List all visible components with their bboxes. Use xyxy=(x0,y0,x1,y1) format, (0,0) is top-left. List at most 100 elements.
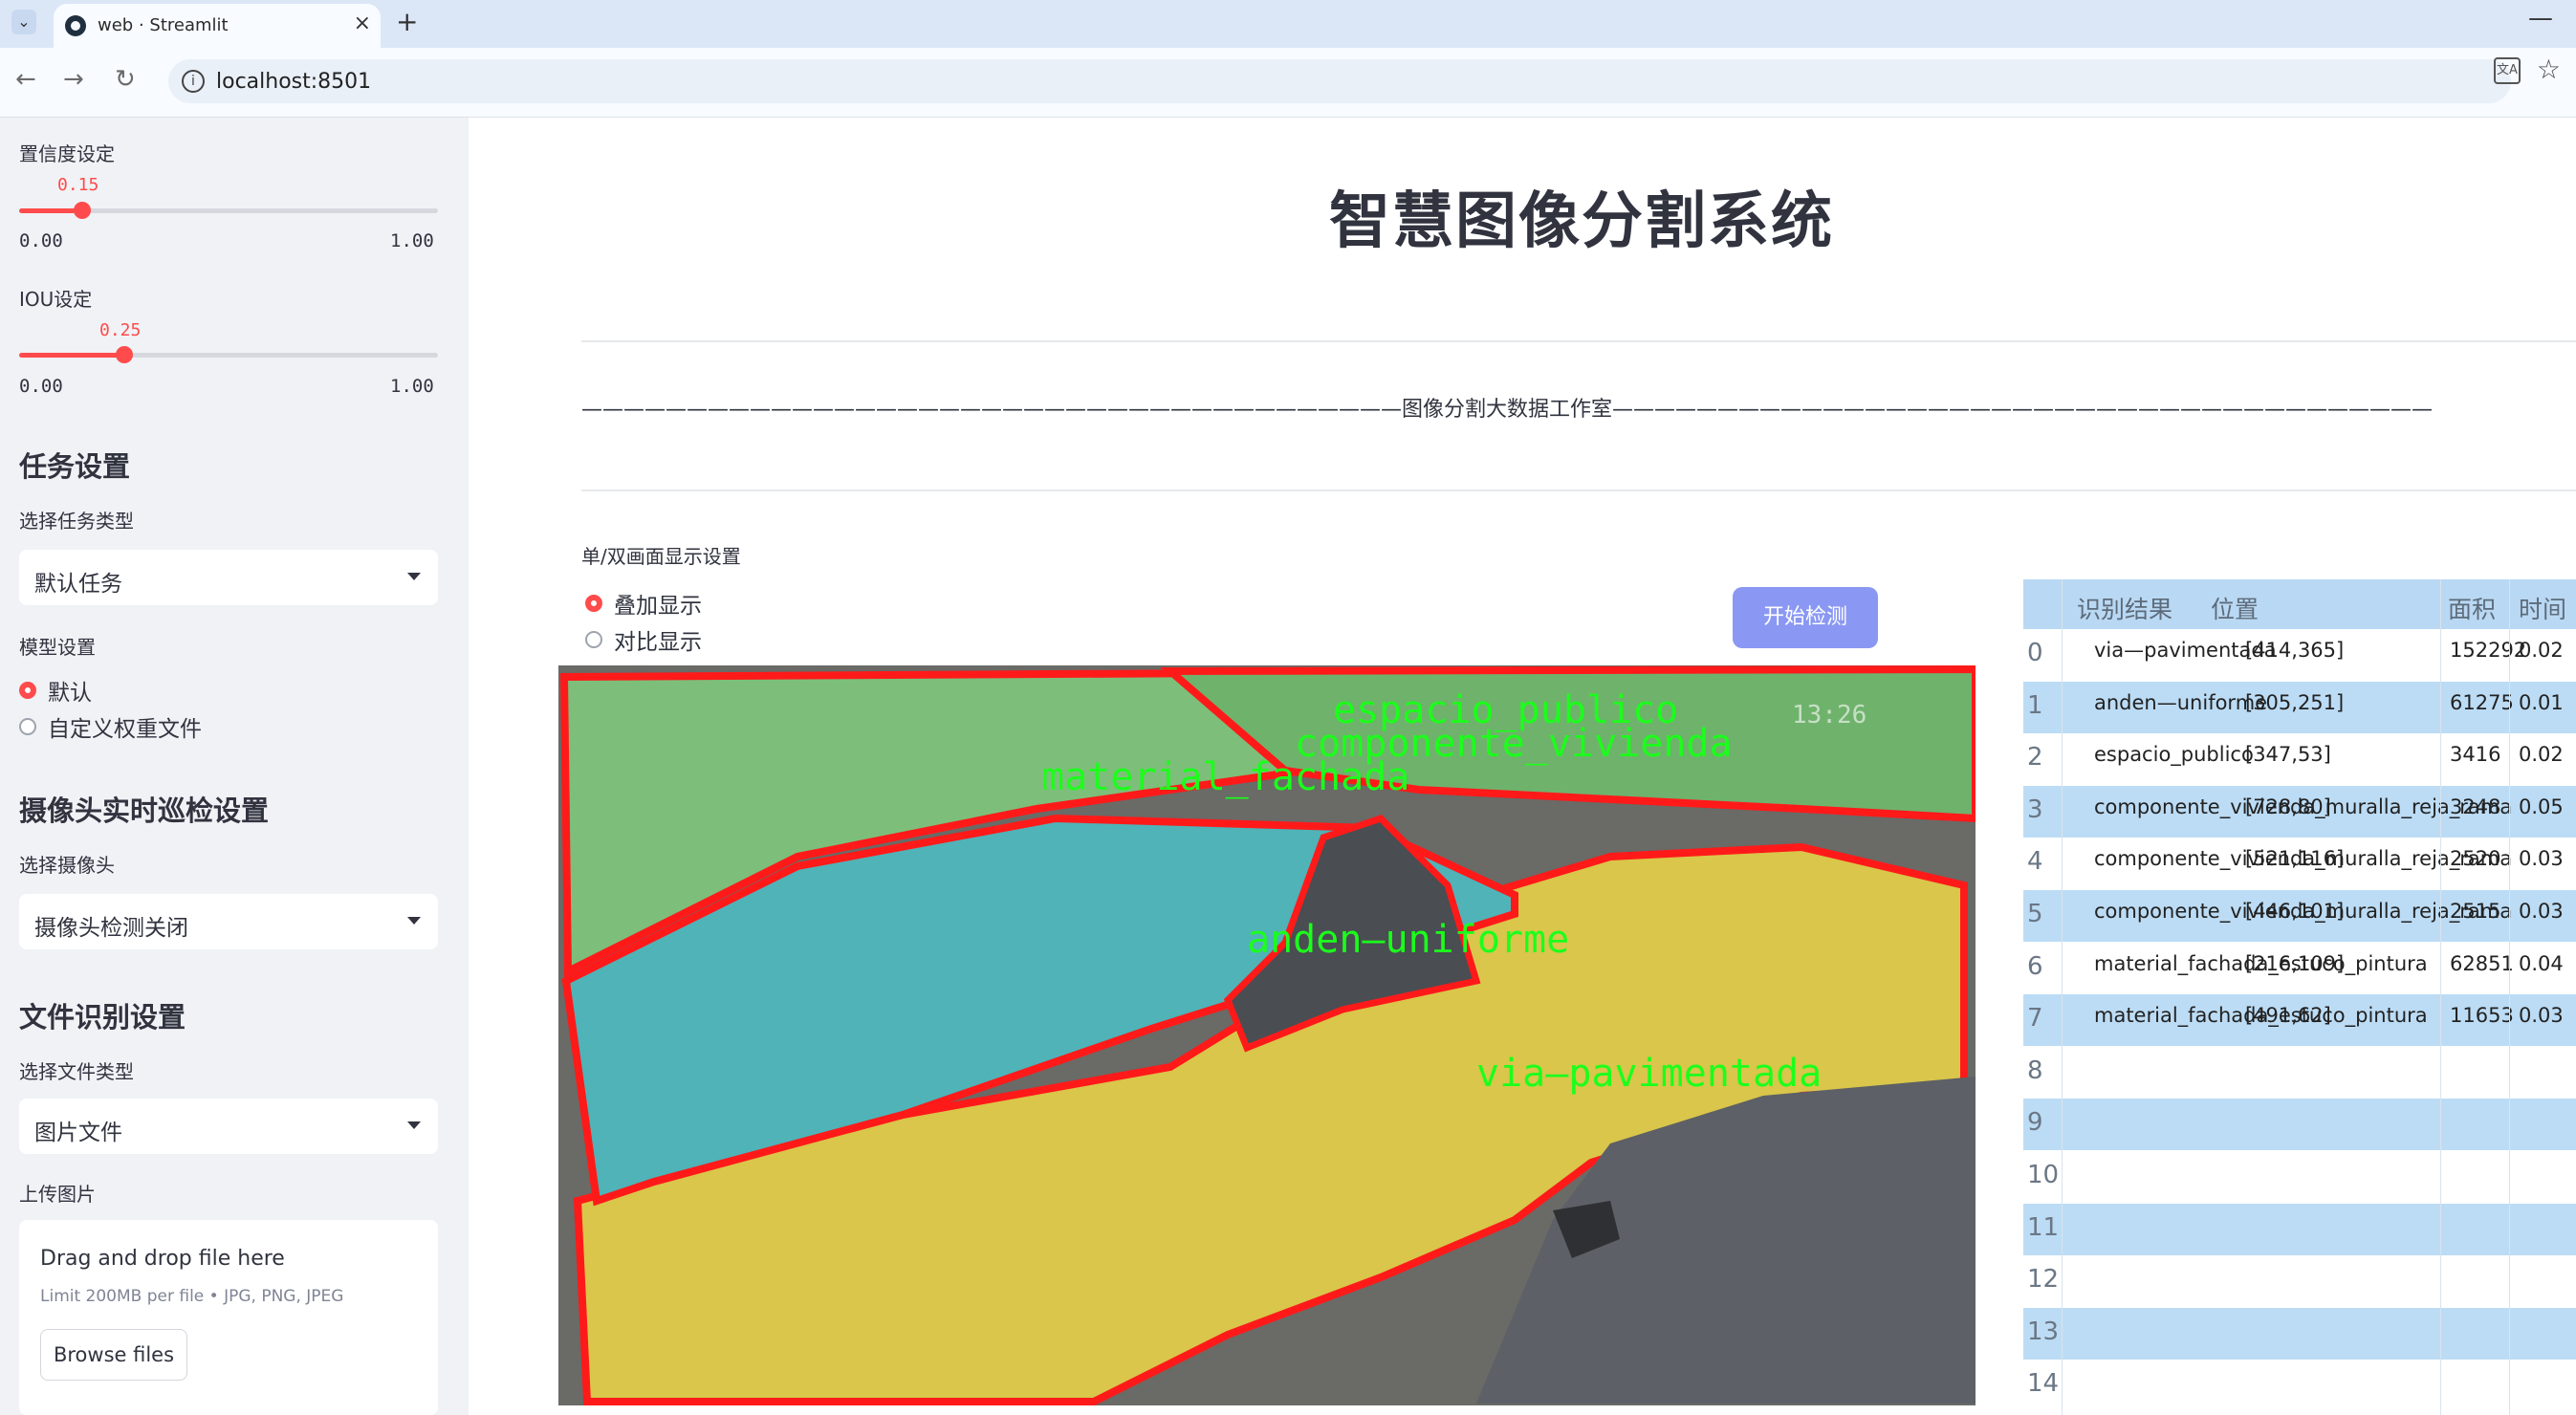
cell-position: [521,116] xyxy=(2245,847,2345,871)
segmentation-result-image: espacio_publico componente_vivienda mate… xyxy=(558,665,1976,1405)
results-table-header: 识别结果 位置 面积 时间 xyxy=(2023,579,2576,629)
window-minimize-icon[interactable]: — xyxy=(2528,4,2553,33)
url-field[interactable]: i localhost:8501 xyxy=(168,59,2511,103)
cell-result: espacio_publico xyxy=(2094,743,2254,767)
table-row[interactable]: 11 xyxy=(2023,1203,2576,1255)
confidence-min: 0.00 xyxy=(19,230,63,251)
table-row[interactable]: 3 componente_vivienda_muralla_reja_rama[7… xyxy=(2023,785,2576,838)
back-arrow-icon[interactable]: ← xyxy=(15,65,36,94)
file-dropzone[interactable]: Drag and drop file here Limit 200MB per … xyxy=(19,1220,438,1415)
dropzone-limit: Limit 200MB per file • JPG, PNG, JPEG xyxy=(40,1287,344,1306)
row-index: 3 xyxy=(2027,795,2043,824)
confidence-slider[interactable] xyxy=(19,202,438,219)
cell-position: [305,251] xyxy=(2245,690,2345,714)
new-tab-icon[interactable]: + xyxy=(396,6,419,37)
radio-selected-icon[interactable] xyxy=(585,595,602,612)
row-index: 6 xyxy=(2027,951,2043,981)
iou-min: 0.00 xyxy=(19,376,63,397)
tab-search-chevron-icon[interactable]: ⌄ xyxy=(11,10,36,34)
cell-result: via—pavimentada xyxy=(2094,639,2277,662)
cell-area: 62851 xyxy=(2450,951,2514,975)
reload-icon[interactable]: ↻ xyxy=(115,65,136,94)
page-title: 智慧图像分割系统 xyxy=(1329,186,1834,257)
display-radio-compare[interactable]: 对比显示 xyxy=(585,623,702,655)
model-radio-default[interactable]: 默认 xyxy=(19,674,92,706)
forward-arrow-icon[interactable]: → xyxy=(63,65,84,94)
mask-building-components xyxy=(1160,665,1976,823)
cell-position: [491,62] xyxy=(2245,1004,2331,1028)
cell-time: 0.03 xyxy=(2519,1004,2564,1028)
cell-result: componente_vivienda_muralla_reja_rama xyxy=(2094,795,2513,818)
dropzone-title: Drag and drop file here xyxy=(40,1247,285,1271)
column-header-time[interactable]: 时间 xyxy=(2519,596,2567,623)
cell-time: 0.05 xyxy=(2519,795,2564,818)
browser-tab[interactable]: web · Streamlit × xyxy=(54,4,381,48)
column-header-position[interactable]: 位置 xyxy=(2211,596,2259,623)
url-text[interactable]: localhost:8501 xyxy=(216,70,372,94)
table-row[interactable]: 14 xyxy=(2023,1360,2576,1412)
sidebar: 置信度设定 0.15 0.00 1.00 IOU设定 0.25 0.00 1.0… xyxy=(0,118,469,1415)
camera-select[interactable]: 摄像头检测关闭 xyxy=(19,894,438,949)
iou-label: IOU设定 xyxy=(19,288,93,311)
table-row[interactable]: 10 xyxy=(2023,1151,2576,1203)
task-settings-heading: 任务设置 xyxy=(19,450,131,483)
tab-close-icon[interactable]: × xyxy=(353,11,371,35)
cell-time: 0.01 xyxy=(2519,690,2564,714)
mask-sidewalk xyxy=(561,814,1518,1207)
table-row[interactable]: 13 xyxy=(2023,1307,2576,1360)
cell-area: 2515 xyxy=(2450,900,2501,923)
file-type-label: 选择文件类型 xyxy=(19,1060,134,1083)
radio-selected-icon[interactable] xyxy=(19,682,36,699)
task-type-label: 选择任务类型 xyxy=(19,510,134,533)
cell-position: [347,53] xyxy=(2245,743,2331,767)
overlay-label-espacio: espacio_publico xyxy=(1333,688,1678,732)
site-info-icon[interactable]: i xyxy=(182,70,205,93)
browse-files-button[interactable]: Browse files xyxy=(40,1329,187,1381)
cell-time: 0.02 xyxy=(2519,639,2564,662)
confidence-label: 置信度设定 xyxy=(19,142,115,165)
table-row[interactable]: 8 xyxy=(2023,1046,2576,1099)
confidence-slider-thumb[interactable] xyxy=(73,202,91,219)
row-index: 14 xyxy=(2027,1369,2060,1399)
column-header-result[interactable]: 识别结果 xyxy=(2077,596,2173,623)
task-type-select[interactable]: 默认任务 xyxy=(19,550,438,605)
car-hood xyxy=(1476,1077,1976,1404)
translate-icon[interactable]: 文A xyxy=(2494,57,2521,84)
row-index: 11 xyxy=(2027,1212,2060,1242)
model-radio-custom[interactable]: 自定义权重文件 xyxy=(19,710,202,742)
chevron-down-icon xyxy=(407,573,421,580)
radio-unselected-icon[interactable] xyxy=(19,718,36,735)
cell-time: 0.02 xyxy=(2519,743,2564,767)
start-detection-button[interactable]: 开始检测 xyxy=(1733,587,1878,648)
task-type-value: 默认任务 xyxy=(34,572,122,597)
column-header-area[interactable]: 面积 xyxy=(2448,596,2497,623)
iou-value: 0.25 xyxy=(99,320,142,340)
row-index: 13 xyxy=(2027,1317,2060,1346)
table-row[interactable]: 12 xyxy=(2023,1255,2576,1308)
iou-slider-thumb[interactable] xyxy=(115,346,133,363)
camera-label: 选择摄像头 xyxy=(19,854,115,877)
table-row[interactable]: 9 xyxy=(2023,1099,2576,1151)
cell-area: 152292 xyxy=(2450,639,2527,662)
chevron-down-icon xyxy=(407,917,421,925)
file-type-select[interactable]: 图片文件 xyxy=(19,1099,438,1154)
radio-unselected-icon[interactable] xyxy=(585,631,602,648)
row-index: 9 xyxy=(2027,1108,2043,1138)
camera-settings-heading: 摄像头实时巡检设置 xyxy=(19,795,270,827)
iou-slider[interactable] xyxy=(19,346,438,363)
bookmark-star-icon[interactable]: ☆ xyxy=(2536,54,2561,85)
row-index: 10 xyxy=(2027,1161,2060,1189)
cell-position: [728,80] xyxy=(2245,795,2331,818)
display-radio-overlay[interactable]: 叠加显示 xyxy=(585,587,702,619)
cell-area: 2520 xyxy=(2450,847,2501,871)
cell-result: componente_vivienda_muralla_reja_rama xyxy=(2094,900,2513,923)
cell-area: 61275 xyxy=(2450,690,2514,714)
